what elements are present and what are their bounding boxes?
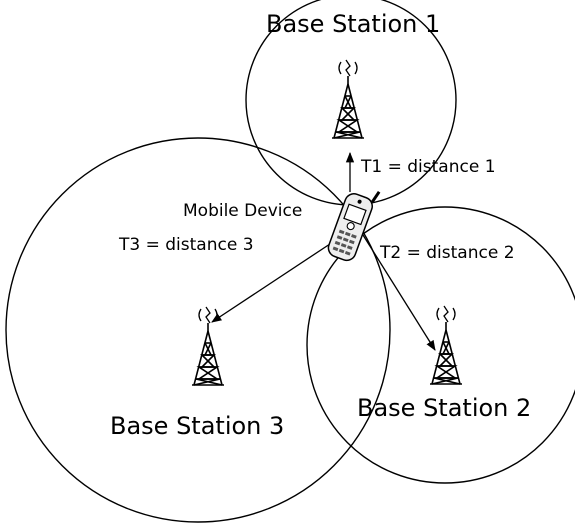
tower-icon-bs3 [191, 306, 225, 386]
link-label-1: T1 = distance 1 [360, 157, 496, 177]
link-arrow-2 [362, 234, 436, 351]
link-label-2: T2 = distance 2 [379, 243, 515, 263]
base-station-2-label: Base Station 2 [357, 394, 531, 422]
coverage-circle-bs2 [306, 206, 575, 484]
link-arrow-3 [211, 239, 337, 323]
base-station-3-label: Base Station 3 [110, 412, 284, 440]
tower-icon-bs1 [331, 59, 365, 139]
base-station-1-label: Base Station 1 [266, 10, 440, 38]
mobile-device-label: Mobile Device [183, 201, 302, 221]
tower-icon-bs2 [429, 305, 463, 385]
mobile-phone-icon [327, 190, 381, 262]
coverage-circle-bs3 [5, 137, 391, 523]
link-label-3: T3 = distance 3 [118, 235, 254, 255]
